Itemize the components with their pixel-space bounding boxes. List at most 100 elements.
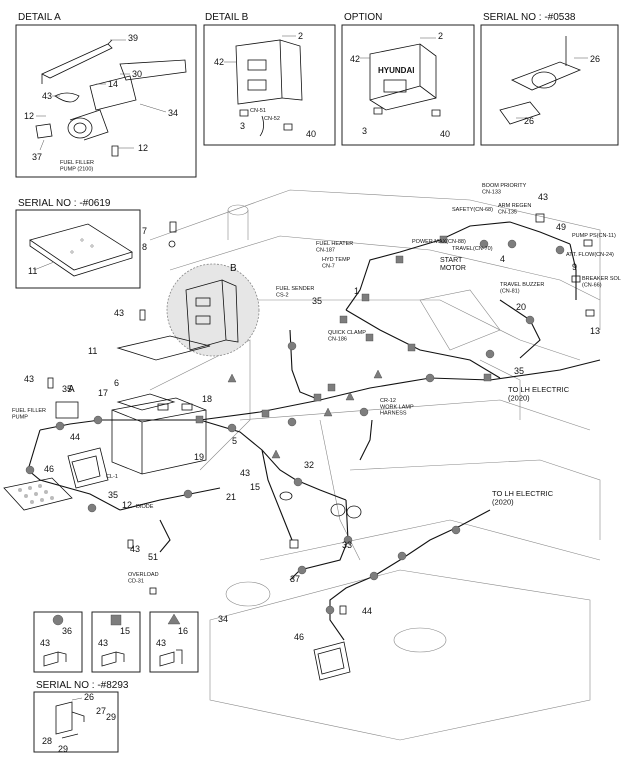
callout-43-right: 43 — [538, 192, 548, 202]
callout-12-main: 12 — [122, 500, 132, 510]
serial-8293-title: SERIAL NO : -#8293 — [36, 680, 129, 691]
legend-triangle-16: 16 — [178, 626, 188, 636]
travel-buzzer-label: TRAVEL BUZZER(CN-81) — [500, 282, 544, 294]
callout-35-right: 35 — [514, 366, 524, 376]
option-callout-42: 42 — [350, 54, 360, 64]
callout-13: 13 — [590, 326, 600, 336]
callout-43-bottom: 43 — [130, 544, 140, 554]
callout-40: 40 — [306, 129, 316, 139]
detail-a-drawing — [35, 39, 187, 157]
serial-0619-title: SERIAL NO : -#0619 — [18, 198, 111, 209]
connector-markers-triangle — [227, 369, 383, 459]
serial-0619-callout-11: 11 — [28, 266, 37, 276]
power-max-label: POWER MAX(CN-88) — [412, 239, 466, 245]
callout-49: 49 — [556, 222, 566, 232]
batteries — [111, 393, 207, 475]
plate-11 — [116, 335, 211, 361]
grid-panel — [3, 477, 73, 511]
callout-43-left: 43 — [24, 374, 34, 384]
callout-12b: 12 — [138, 143, 148, 153]
option-callout-40: 40 — [440, 129, 450, 139]
serial-8293-callout-26: 26 — [84, 692, 94, 702]
serial-0538-drawing — [499, 36, 588, 125]
detail-a-marker: A — [68, 384, 75, 395]
connector-markers-circle — [25, 239, 565, 615]
callout-9: 9 — [572, 262, 577, 272]
att-flow-label: ATT. FLOW(CN-24) — [566, 252, 614, 258]
option-drawing — [360, 37, 441, 117]
fuel-filler-pump-main — [55, 401, 109, 489]
callout-1: 1 — [354, 286, 359, 296]
callout-6: 6 — [114, 378, 119, 388]
callout-2: 2 — [298, 31, 303, 41]
callout-17: 17 — [98, 388, 108, 398]
callout-37-main: 37 — [290, 574, 300, 584]
legend — [33, 611, 199, 673]
cn51-label: CN-51 — [250, 108, 266, 114]
callout-32: 32 — [304, 460, 314, 470]
serial-0538-callout-26a: 26 — [590, 54, 600, 64]
legend-square-15: 15 — [120, 626, 130, 636]
option-callout-3: 3 — [362, 126, 367, 136]
legend-circle-36: 36 — [62, 626, 72, 636]
callout-5: 5 — [232, 436, 237, 446]
connectors — [47, 213, 595, 615]
serial-0538-title: SERIAL NO : -#0538 — [483, 12, 576, 23]
serial-0619-drawing — [29, 223, 133, 277]
callout-35-mid: 35 — [312, 296, 322, 306]
callout-30: 30 — [132, 69, 142, 79]
callout-43-mid: 43 — [240, 468, 250, 478]
travel-label: TRAVEL(CN-70) — [452, 246, 493, 252]
detail-a-frame — [15, 24, 197, 178]
serial-8293-callout-27: 27 — [96, 706, 106, 716]
connector-markers-square — [195, 235, 492, 424]
callout-19: 19 — [194, 452, 204, 462]
callout-35-bottom: 35 — [108, 490, 118, 500]
legend-triangle-43: 43 — [156, 638, 166, 648]
pump-ps-label: PUMP PS(CN-11) — [572, 233, 616, 239]
callout-35-left: 35 — [62, 384, 72, 394]
callout-42: 42 — [214, 57, 224, 67]
cn52-label: CN-52 — [264, 116, 280, 122]
callout-33: 33 — [342, 540, 352, 550]
callout-18: 18 — [202, 394, 212, 404]
option-frame — [341, 24, 475, 146]
callout-14: 14 — [108, 79, 118, 89]
detail-b-drawing — [224, 35, 303, 137]
hyundai-brand: HYUNDAI — [378, 66, 414, 75]
detail-b-zoom — [166, 263, 260, 357]
callout-37: 37 — [32, 152, 42, 162]
callout-44-bottom: 44 — [362, 606, 372, 616]
callout-39: 39 — [128, 33, 138, 43]
option-title: OPTION — [344, 12, 382, 23]
diode-label: DIODE — [136, 504, 154, 510]
detail-a-title: DETAIL A — [18, 12, 61, 23]
callout-43: 43 — [42, 91, 52, 101]
to-lh-electric-1-label: TO LH ELECTRIC(2020) — [508, 385, 570, 403]
detail-b-title: DETAIL B — [205, 12, 249, 23]
detail-b-frame — [203, 24, 336, 146]
callout-15: 15 — [250, 482, 260, 492]
callout-11-main: 11 — [88, 346, 97, 356]
serial-0538-frame — [480, 24, 619, 146]
callout-46-bottom: 46 — [294, 632, 304, 642]
legend-square-43: 43 — [98, 638, 108, 648]
serial-8293-drawing — [55, 697, 85, 739]
upper-frame-structure — [149, 189, 601, 741]
callout-46-left: 46 — [44, 464, 54, 474]
serial-8293-frame — [33, 691, 119, 753]
to-lh-electric-2-label: TO LH ELECTRIC(2020) — [492, 489, 554, 507]
callout-12a: 12 — [24, 111, 34, 121]
callout-8: 8 — [142, 242, 147, 252]
